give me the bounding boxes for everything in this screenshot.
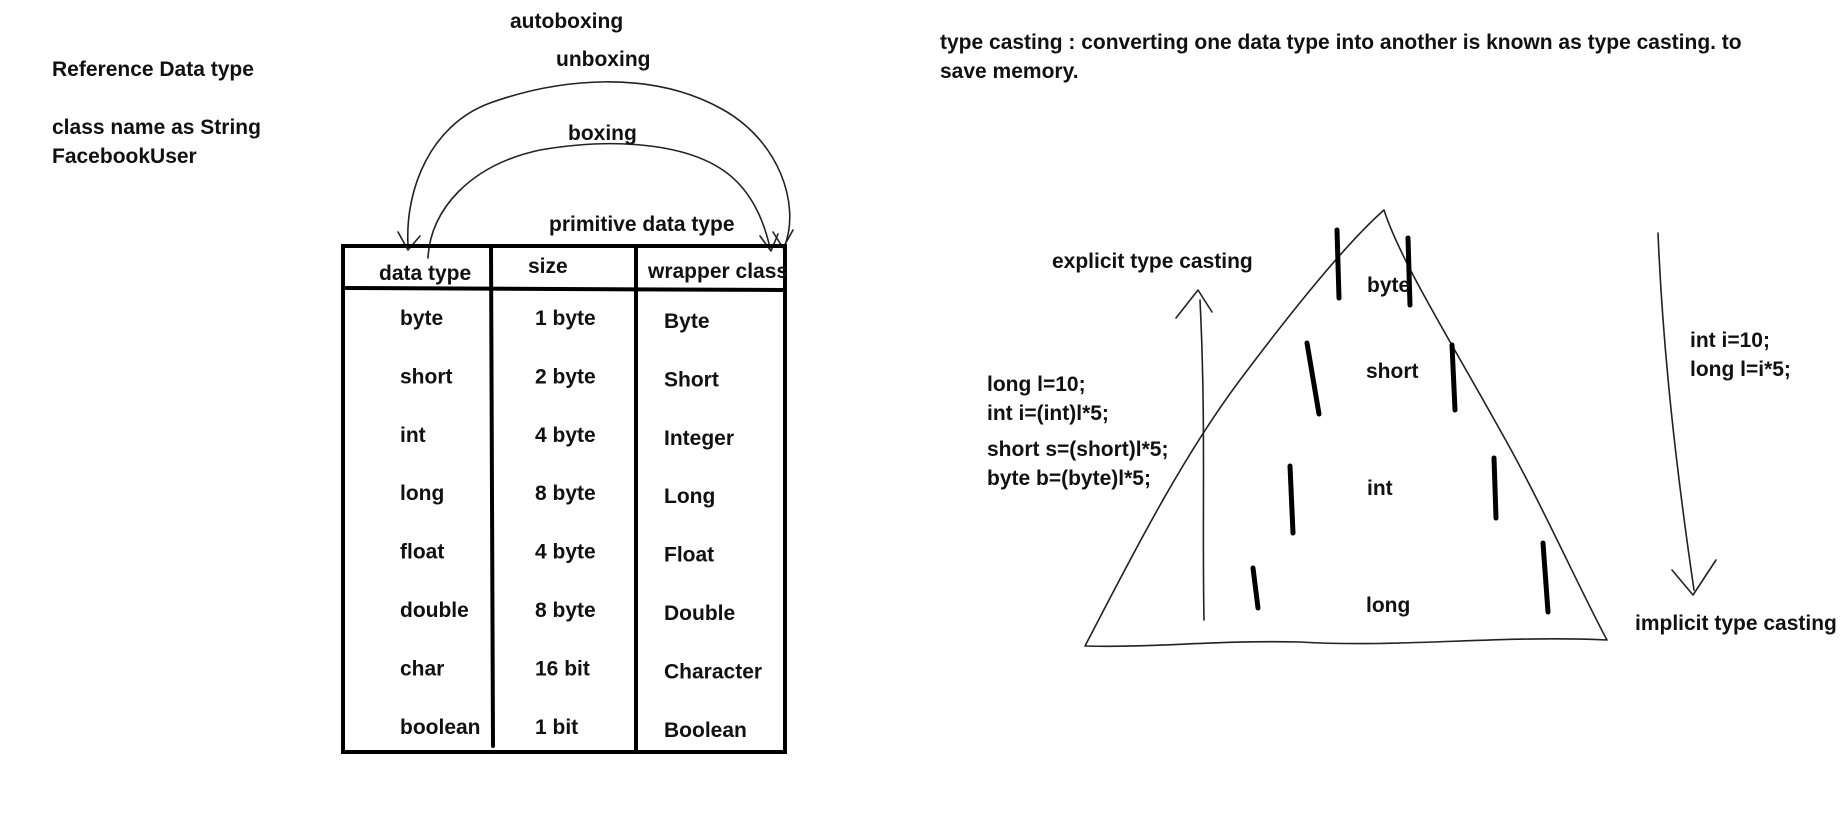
explicit-code-line: long l=10; — [987, 373, 1086, 396]
autoboxing-label: autoboxing — [510, 10, 623, 33]
explicit-code-line: byte b=(byte)l*5; — [987, 467, 1151, 490]
primitive-data-type-label: primitive data type — [549, 213, 735, 236]
boxing-arc — [427, 142, 771, 259]
casting-pyramid — [1084, 209, 1608, 648]
table-cell: 16 bit — [535, 657, 590, 680]
pyramid-mark-6 — [1491, 455, 1499, 521]
table-header-cell: wrapper class — [647, 260, 788, 283]
pyramid-mark-1 — [1334, 227, 1342, 301]
table-row: long 8 byte Long — [400, 482, 715, 508]
reference-type-line2: FacebookUser — [52, 145, 197, 168]
table-cell: long — [400, 482, 444, 505]
type-casting-definition-line1: type casting : converting one data type … — [940, 31, 1742, 54]
data-type-table: data type size wrapper class byte 1 byte Byt… — [341, 244, 788, 754]
reference-type-line1: class name as String — [52, 116, 261, 139]
table-cell: 1 bit — [535, 716, 578, 739]
pyramid-level-label: long — [1366, 594, 1410, 617]
implicit-type-casting-label: implicit type casting — [1635, 612, 1837, 635]
table-cell: Short — [664, 368, 719, 391]
autoboxing-arc — [406, 81, 791, 246]
implicit-code-line: int i=10; — [1690, 329, 1770, 352]
table-cell: byte — [400, 307, 443, 330]
pyramid-mark-5 — [1287, 463, 1296, 536]
pyramid-level-label: byte — [1367, 274, 1410, 297]
table-cell: double — [400, 599, 469, 622]
table-cell: 4 byte — [535, 541, 596, 564]
pyramid-mark-7 — [1250, 565, 1261, 611]
table-cell: 8 byte — [535, 599, 596, 622]
implicit-code-line: long l=i*5; — [1690, 358, 1791, 381]
boxing-label: boxing — [568, 122, 637, 145]
pyramid-mark-2 — [1405, 235, 1413, 308]
table-cell: int — [400, 424, 426, 447]
explicit-casting-arrowhead — [1175, 289, 1213, 319]
table-row: byte 1 byte Byte — [400, 307, 710, 333]
table-cell: Integer — [664, 427, 734, 450]
table-cell: Boolean — [664, 719, 747, 742]
table-row: boolean 1 bit Boolean — [400, 716, 747, 742]
table-header-cell: size — [528, 255, 568, 278]
pyramid-level-label: int — [1367, 477, 1393, 500]
autoboxing-arrowhead-left — [397, 231, 421, 251]
table-cell: Float — [664, 544, 714, 567]
implicit-casting-arrow — [1657, 232, 1695, 591]
table-cell: 1 byte — [535, 307, 596, 330]
table-cell: Character — [664, 660, 762, 683]
boxing-arrowhead-right — [759, 233, 779, 252]
pyramid-mark-8 — [1540, 540, 1551, 615]
table-row: float 4 byte Float — [400, 541, 714, 567]
pyramid-mark-3 — [1304, 340, 1322, 417]
table-cell: short — [400, 365, 453, 388]
table-border — [341, 244, 787, 754]
type-casting-definition-line2: save memory. — [940, 60, 1079, 83]
table-cell: 2 byte — [535, 365, 596, 388]
table-header-divider — [341, 286, 787, 292]
unboxing-label: unboxing — [556, 48, 650, 71]
explicit-code-line: int i=(int)l*5; — [987, 402, 1109, 425]
table-cell: Long — [664, 485, 715, 508]
table-row: int 4 byte Integer — [400, 424, 734, 450]
table-cell: 4 byte — [535, 424, 596, 447]
table-cell: boolean — [400, 716, 481, 739]
pyramid-mark-4 — [1449, 342, 1458, 413]
table-cell: Double — [664, 602, 735, 625]
table-cell: float — [400, 541, 444, 564]
pyramid-level-label: short — [1366, 360, 1419, 383]
table-row: short 2 byte Short — [400, 365, 719, 391]
table-row: double 8 byte Double — [400, 599, 735, 625]
implicit-casting-arrowhead — [1671, 559, 1717, 596]
explicit-casting-arrow — [1199, 299, 1205, 621]
explicit-code-line: short s=(short)l*5; — [987, 438, 1168, 461]
reference-type-title: Reference Data type — [52, 58, 254, 81]
table-header-cell: data type — [379, 262, 471, 285]
table-row: char 16 bit Character — [400, 657, 762, 683]
table-cell: Byte — [664, 310, 710, 333]
explicit-type-casting-label: explicit type casting — [1052, 250, 1253, 273]
table-cell: char — [400, 657, 444, 680]
table-column-divider-1 — [489, 244, 495, 748]
table-cell: 8 byte — [535, 482, 596, 505]
